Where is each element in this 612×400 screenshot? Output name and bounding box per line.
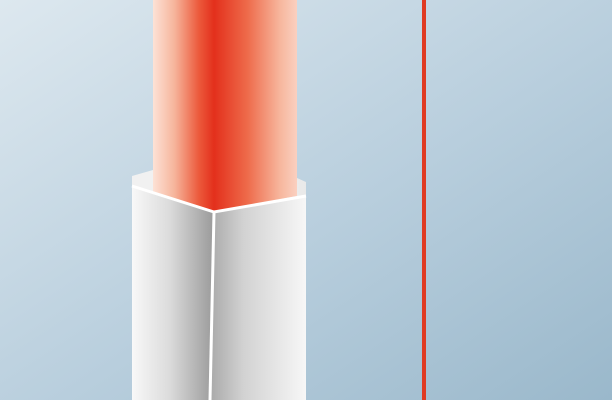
shoulder-edge <box>131 184 307 214</box>
shoulder-left-top <box>132 170 214 212</box>
red-post-section <box>153 0 297 212</box>
white-post-section <box>131 170 307 400</box>
red-right-face <box>214 0 297 212</box>
white-right-face <box>210 196 306 400</box>
white-left-face <box>132 186 214 400</box>
corner-edge <box>208 211 216 400</box>
red-left-face <box>153 0 214 212</box>
red-vertical-line <box>422 0 426 400</box>
